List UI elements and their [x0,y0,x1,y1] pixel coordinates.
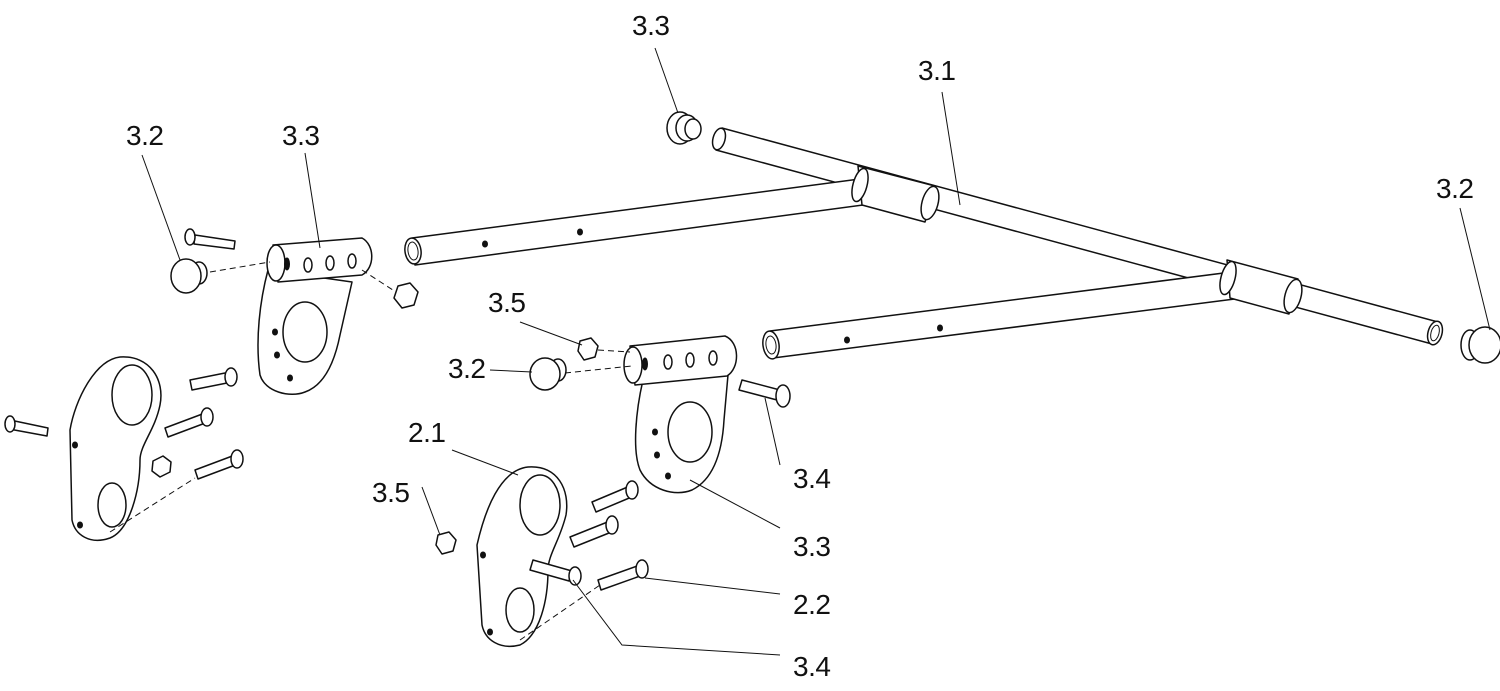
callout-3-2-right: 3.2 [1436,173,1473,204]
callout-3-5-lower: 3.5 [372,477,409,508]
bracket-left [69,356,162,541]
bolt-upper-left [184,228,236,250]
callout-3-2-center: 3.2 [448,353,485,384]
plug-top-3-3 [666,111,702,145]
clamp-right-3-3 [623,335,738,494]
callout-3-4-lower: 3.4 [793,651,830,682]
tube-frame [404,127,1444,360]
end-cap-left-3-2 [170,258,208,294]
callout-3-3-right: 3.3 [793,531,830,562]
callout-3-1: 3.1 [918,55,955,86]
end-cap-right-3-2 [1460,326,1500,364]
bolt-right-3-4 [738,379,791,408]
clamp-left-3-3 [257,237,373,396]
leader-lines [141,47,1491,656]
callout-3-5-upper: 3.5 [488,287,525,318]
screws-2-2 [529,480,649,591]
callout-3-3-top: 3.3 [632,10,669,41]
callout-3-3-left: 3.3 [282,120,319,151]
bracket-2-1 [476,466,568,647]
nut-upper-3-5 [577,337,599,361]
nut-lower-3-5 [435,531,457,555]
callout-2-1: 2.1 [408,417,445,448]
callout-3-4-right: 3.4 [793,463,830,494]
callout-2-2: 2.2 [793,589,830,620]
nut-left [393,282,419,309]
end-cap-center-3-2 [529,357,567,391]
screws-left [4,367,244,480]
callout-3-2-left: 3.2 [126,120,163,151]
